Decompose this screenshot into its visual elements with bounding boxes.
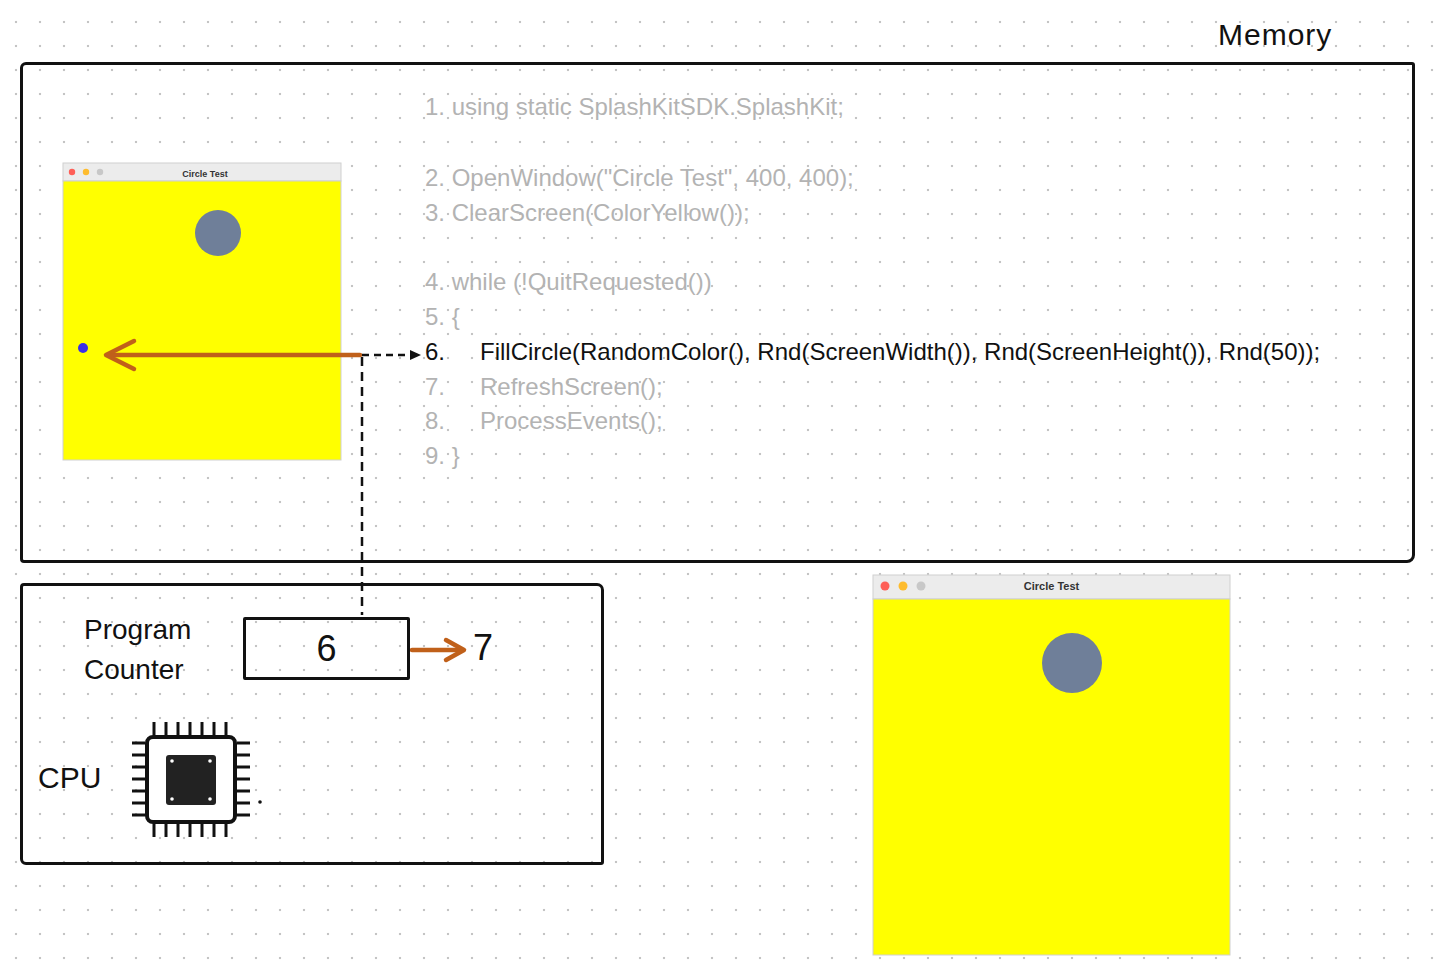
- code-line: 5. {: [425, 303, 460, 331]
- cpu-box: CPUProgram Counter6: [20, 583, 604, 865]
- blue-dot: [78, 343, 88, 353]
- window-screenshot: Circle Test: [873, 575, 1230, 955]
- window-title: Circle Test: [873, 580, 1230, 593]
- code-line: FillCircle(RandomColor(), Rnd(ScreenWidt…: [480, 338, 1320, 366]
- code-line: 6.: [425, 338, 445, 366]
- code-line: 2. OpenWindow("Circle Test", 400, 400);: [425, 164, 854, 192]
- region-title: Memory: [1218, 17, 1332, 53]
- code-line: 9. }: [425, 442, 460, 470]
- grey-circle: [195, 210, 241, 256]
- register-label: Program Counter: [84, 610, 219, 690]
- window-screenshot: [873, 575, 1230, 955]
- grey-circle: [1042, 633, 1102, 693]
- code-line: 8.: [425, 407, 445, 435]
- pointer-line: [362, 350, 421, 615]
- increment-arrow: [412, 640, 464, 660]
- code-line: 1. using static SplashKitSDK.SplashKit;: [425, 93, 844, 121]
- draw-arrow: [106, 341, 360, 369]
- code-line: 4. while (!QuitRequested()): [425, 268, 712, 296]
- window-title: Circle Test: [66, 169, 344, 180]
- memory-box: MemoryCircle Test: [20, 62, 1415, 563]
- window-screenshot: [63, 163, 341, 460]
- next-value: 7: [473, 626, 493, 670]
- register-value: 6: [246, 620, 407, 677]
- code-line: ProcessEvents();: [480, 407, 663, 435]
- code-line: RefreshScreen();: [480, 373, 663, 401]
- code-line: 3. ClearScreen(ColorYellow());: [425, 199, 750, 227]
- component-label: CPU: [38, 760, 101, 796]
- window-screenshot: Circle Test: [66, 166, 344, 463]
- code-line: 7.: [425, 373, 445, 401]
- cpu-chip-icon: [132, 722, 262, 837]
- register-box: Program Counter6: [243, 617, 410, 680]
